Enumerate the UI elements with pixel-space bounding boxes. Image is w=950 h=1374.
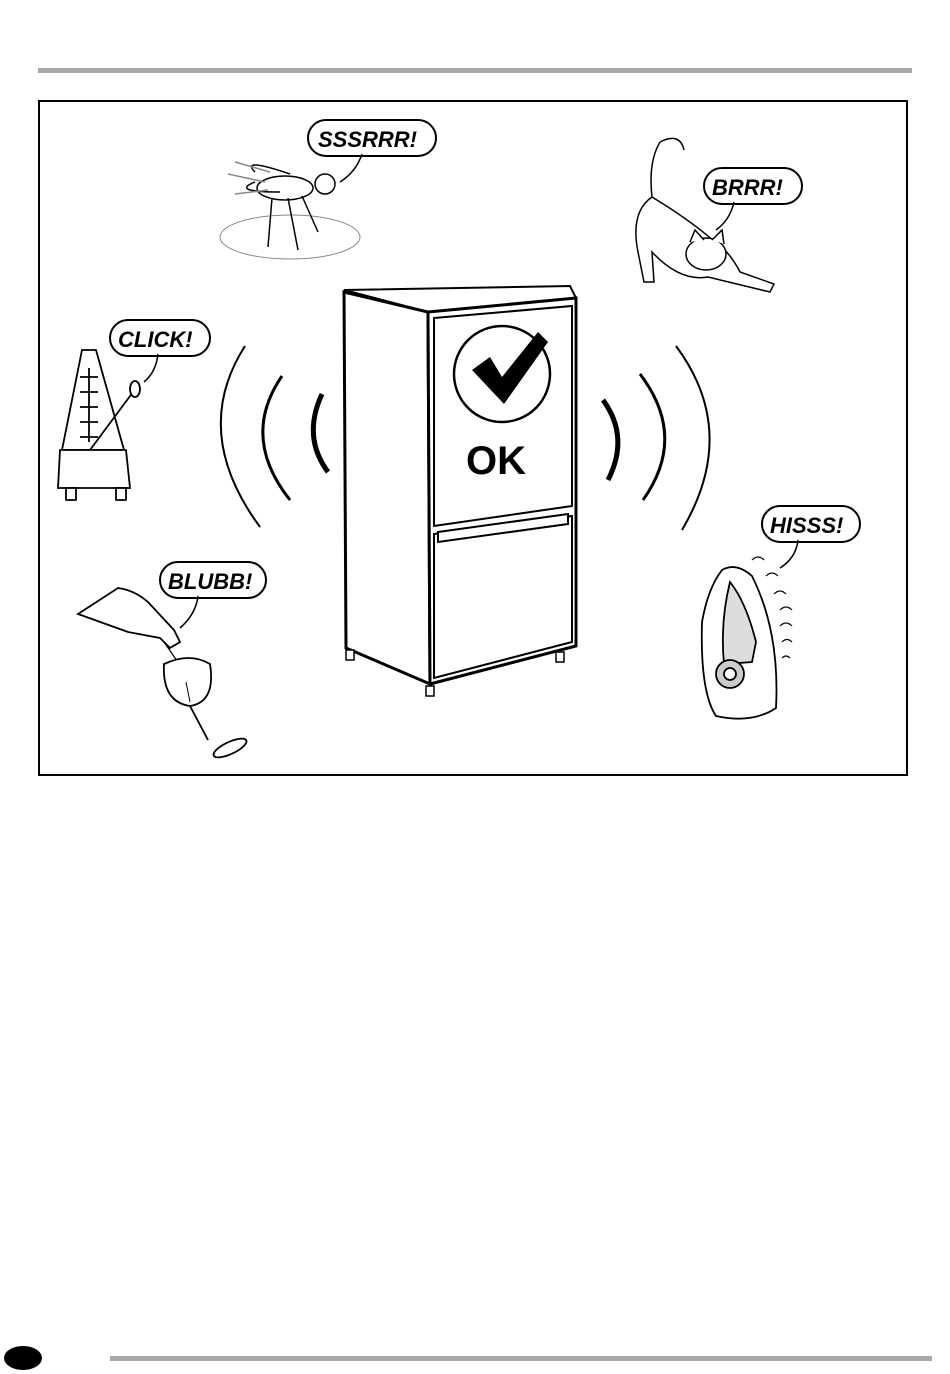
sound-waves-left	[221, 346, 328, 527]
fly-speech-bubble: SSSRRR!	[308, 120, 436, 182]
iron-sound-text: HISSS!	[770, 513, 843, 538]
ok-label: OK	[466, 439, 526, 483]
metronome-sound-text: CLICK!	[118, 327, 193, 352]
illustration-frame: OK SSSRRR!	[38, 100, 908, 776]
checkmark-icon	[454, 326, 550, 422]
bottom-rule	[110, 1356, 932, 1361]
bottle-sound-text: BLUBB!	[168, 569, 252, 594]
bottle-speech-bubble: BLUBB!	[160, 562, 266, 628]
steam-iron-icon	[702, 557, 792, 719]
fly-sound-text: SSSRRR!	[318, 127, 417, 152]
cat-speech-bubble: BRRR!	[704, 168, 802, 230]
sound-waves-right	[603, 346, 710, 530]
cat-sound-text: BRRR!	[712, 175, 783, 200]
page-marker-dot	[4, 1346, 42, 1370]
cat-icon	[636, 138, 774, 292]
fly-icon	[220, 162, 360, 259]
wine-bottle-glass-icon	[78, 588, 249, 761]
noise-illustration: OK SSSRRR!	[40, 102, 906, 774]
metronome-speech-bubble: CLICK!	[110, 320, 210, 382]
iron-speech-bubble: HISSS!	[762, 506, 860, 568]
metronome-icon	[58, 350, 140, 500]
top-rule	[38, 68, 912, 73]
